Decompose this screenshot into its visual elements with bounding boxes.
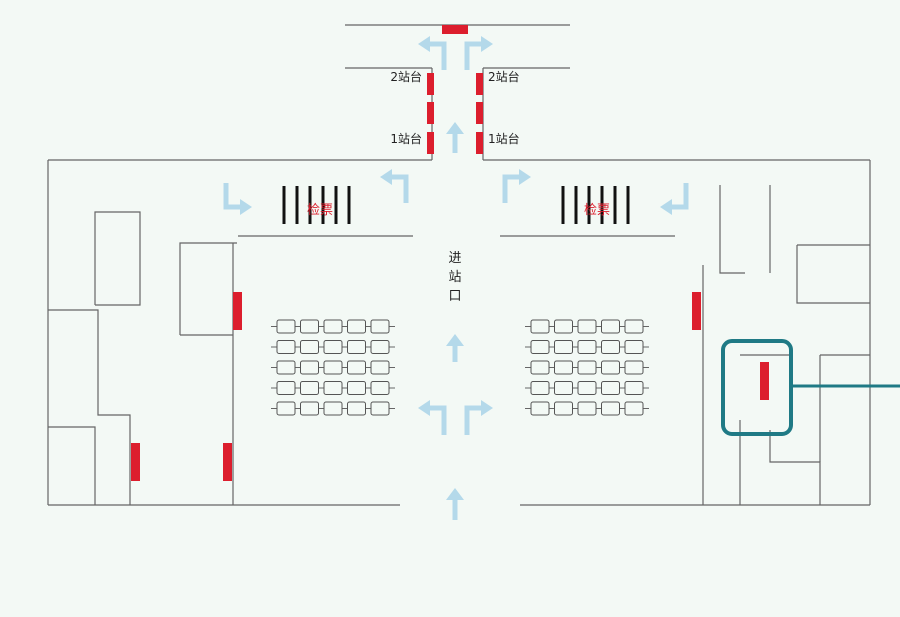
seat-icon [554,360,573,375]
entrance-label-char: 进 [448,251,461,266]
seat-icon [370,340,390,354]
seat-icon [347,340,366,354]
seat-icon [624,340,644,354]
seat-icon [276,340,296,354]
seat-icon [276,381,296,395]
location-marker-icon [427,102,434,124]
seat-icon [577,381,597,395]
seat-icon [554,340,573,354]
turnstiles [282,186,630,224]
seat-icon [601,401,620,416]
platform-1-label-right: 1站台 [488,131,520,146]
entrance-label-char: 站 [448,270,461,285]
seat-icon [300,401,319,416]
entrance-label-char: 口 [448,289,461,304]
location-marker-icon [233,292,242,330]
location-marker-icon [427,73,434,95]
seat-icon [530,381,550,395]
seat-icon [300,319,319,334]
location-marker-icon [760,362,769,400]
seat-icon [554,381,573,395]
seat-icon [370,319,390,334]
location-marker-icon [442,25,468,34]
walls [47,24,871,506]
arrow-icon [464,36,493,70]
platform-1-label-left: 1站台 [390,131,422,146]
seat-icon [323,401,343,416]
platform-2-label-right: 2站台 [488,69,520,84]
seat-icon [370,360,390,375]
seat-icon [554,401,573,416]
location-marker-icon [692,292,701,330]
location-marker-icon [476,132,483,154]
seat-icon [577,340,597,354]
seat-icon [347,381,366,395]
seat-icon [370,401,390,416]
seat-icon [530,319,550,334]
platform-2-label-left: 2站台 [390,69,422,84]
checkin-label-left: 检票 [307,203,333,218]
location-marker-icon [223,443,232,481]
flow-arrows [223,36,689,520]
seat-icon [370,381,390,395]
location-marker-icon [427,132,434,154]
seat-icon [577,360,597,375]
seat-icon [530,360,550,375]
waiting-seats [271,319,649,416]
seat-icon [530,340,550,354]
entrance-label: 进站口 [448,251,461,304]
location-marker-icon [131,443,140,481]
arrow-icon [418,36,447,70]
seat-icon [601,360,620,375]
seat-icon [624,381,644,395]
seat-icon [347,401,366,416]
text-labels: 2站台 1站台 2站台 1站台 检票 检票 进站口 [307,69,610,304]
seat-icon [624,401,644,416]
seat-icon [624,319,644,334]
seat-icon [530,401,550,416]
arrow-icon [502,169,531,203]
highlight-callout [721,339,900,436]
arrow-icon [446,488,464,520]
location-marker-icon [476,102,483,124]
seat-icon [323,360,343,375]
seat-icon [276,401,296,416]
seat-icon [300,381,319,395]
location-marker-icon [476,73,483,95]
seat-icon [577,401,597,416]
seat-icon [300,340,319,354]
arrow-icon [446,334,464,362]
seat-icon [323,319,343,334]
seat-icon [276,360,296,375]
seat-icon [323,381,343,395]
arrow-icon [464,400,493,435]
checkin-label-right: 检票 [584,203,610,218]
seat-icon [601,381,620,395]
seat-icon [347,360,366,375]
seat-icon [577,319,597,334]
seat-icon [347,319,366,334]
seat-icon [323,340,343,354]
seat-icon [601,340,620,354]
arrow-icon [418,400,447,435]
seat-icon [300,360,319,375]
arrow-icon [223,183,252,215]
seat-icon [554,319,573,334]
arrow-icon [446,122,464,153]
seat-icon [276,319,296,334]
arrow-icon [380,169,409,203]
arrow-icon [660,183,689,215]
seat-icon [601,319,620,334]
location-markers [131,25,769,481]
seat-icon [624,360,644,375]
